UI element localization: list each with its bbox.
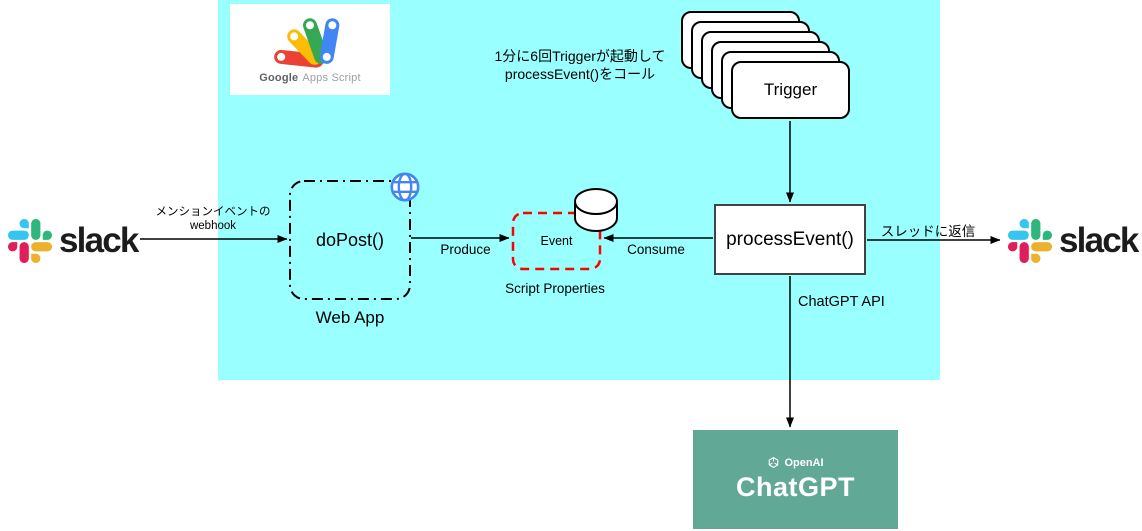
openai-brand-row: OpenAI bbox=[767, 456, 824, 469]
webapp-caption: Web App bbox=[315, 308, 385, 327]
slack-logo-right: slack bbox=[1008, 219, 1139, 263]
slack-wordmark: slack bbox=[59, 221, 139, 260]
process-event-label: processEvent() bbox=[726, 228, 854, 250]
trigger-label: Trigger bbox=[763, 80, 818, 99]
slack-logo-left: slack bbox=[8, 219, 139, 263]
process-event-box: processEvent() bbox=[714, 204, 866, 275]
dopost-box: doPost() bbox=[290, 181, 410, 299]
produce-edge-label: Produce bbox=[440, 242, 491, 257]
event-box: Event bbox=[513, 213, 600, 269]
openai-icon bbox=[769, 457, 779, 468]
trigger-note: 1分に6回Triggerが起動して processEvent()をコール bbox=[468, 47, 692, 83]
chatgpt-box: OpenAI ChatGPT bbox=[693, 430, 898, 529]
gas-brand-bold: Google bbox=[259, 72, 299, 84]
slack-icon bbox=[8, 219, 52, 263]
trigger-note-line1: 1分に6回Triggerが起動して bbox=[494, 48, 666, 64]
webhook-label-line2: webhook bbox=[189, 220, 237, 232]
google-apps-script-icon bbox=[274, 18, 340, 68]
event-label: Event bbox=[540, 234, 573, 248]
script-properties-caption: Script Properties bbox=[505, 281, 605, 296]
trigger-card: Trigger bbox=[731, 61, 850, 119]
reply-edge-label: スレッドに返信 bbox=[880, 224, 976, 239]
trigger-note-line2: processEvent()をコール bbox=[504, 66, 656, 82]
slack-icon bbox=[1008, 219, 1052, 263]
consume-edge-label: Consume bbox=[627, 242, 685, 257]
chatgpt-api-edge-label: ChatGPT API bbox=[798, 294, 885, 310]
openai-brand-label: OpenAI bbox=[784, 456, 824, 469]
slack-wordmark: slack bbox=[1059, 221, 1139, 260]
webhook-edge-label: メンションイベントの webhook bbox=[148, 205, 278, 233]
gas-brand-rest: Apps Script bbox=[302, 72, 361, 84]
webhook-label-line1: メンションイベントの bbox=[155, 206, 271, 218]
chatgpt-label: ChatGPT bbox=[735, 472, 855, 502]
dopost-label: doPost() bbox=[315, 229, 385, 250]
